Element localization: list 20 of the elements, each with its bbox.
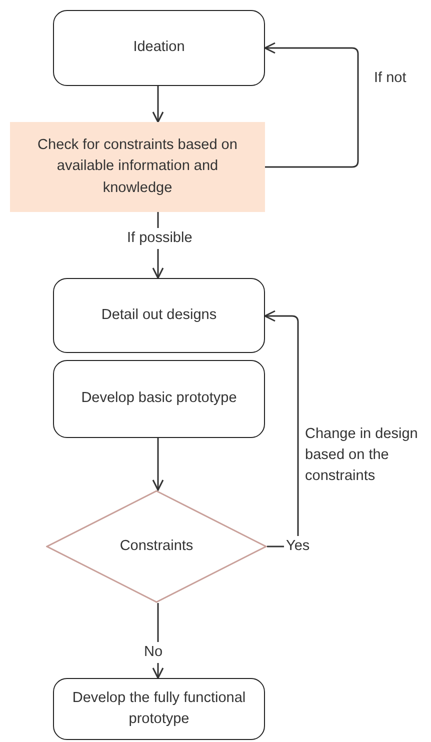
process-box [53,360,265,438]
node-text: Check for constraints based on available information and knowledge [36,136,238,198]
node-text: Develop basic prototype [81,389,237,408]
note-text: Change in design based on the constraints [305,425,419,486]
process-box [53,678,265,740]
node-text: Ideation [133,38,185,58]
process-box [53,10,265,86]
arrow [152,603,164,679]
highlighted-process-box [10,122,265,212]
node-text: Constraints [120,536,194,556]
decision-diamond [46,490,267,603]
node-text: Detail out designs [101,306,217,325]
edge-label: If possible [125,228,194,250]
arrow [152,438,164,491]
process-box [53,278,265,353]
edge-label: No [142,642,165,664]
arrow [264,310,299,548]
arrow [264,42,359,168]
node-text: Develop the fully functional prototype [71,688,247,729]
arrow [152,86,164,123]
